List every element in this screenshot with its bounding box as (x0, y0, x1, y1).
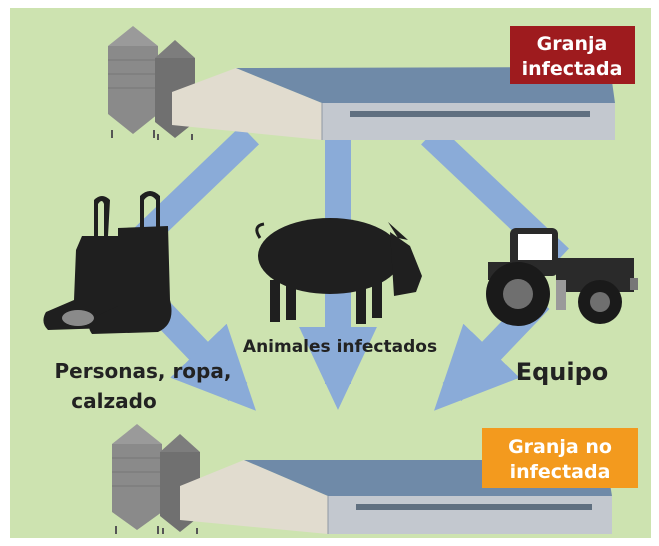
animals-route-label: Animales infectados (243, 337, 437, 357)
badge-infected-line2: infectada (522, 58, 623, 80)
people-route-label-line1: Personas, ropa, (55, 359, 232, 383)
infected-farm-badge: Granja infectada (510, 26, 635, 84)
people-route-label-line2: calzado (71, 389, 156, 413)
badge-background (482, 428, 638, 488)
badge-infected-line1: Granja (537, 33, 608, 55)
silo-icon (112, 424, 162, 534)
badge-not-infected-line1: Granja no (508, 436, 612, 458)
pig-icon (255, 218, 422, 324)
silo-icon (108, 26, 158, 138)
non-infected-farm-badge: Granja no infectada (482, 428, 638, 488)
badge-not-infected-line2: infectada (510, 461, 611, 483)
tractor-icon (486, 228, 638, 326)
badge-background (510, 26, 635, 84)
boots-icon (43, 191, 172, 334)
infected-farm (108, 26, 615, 140)
equipment-route-label: Equipo (516, 358, 609, 386)
